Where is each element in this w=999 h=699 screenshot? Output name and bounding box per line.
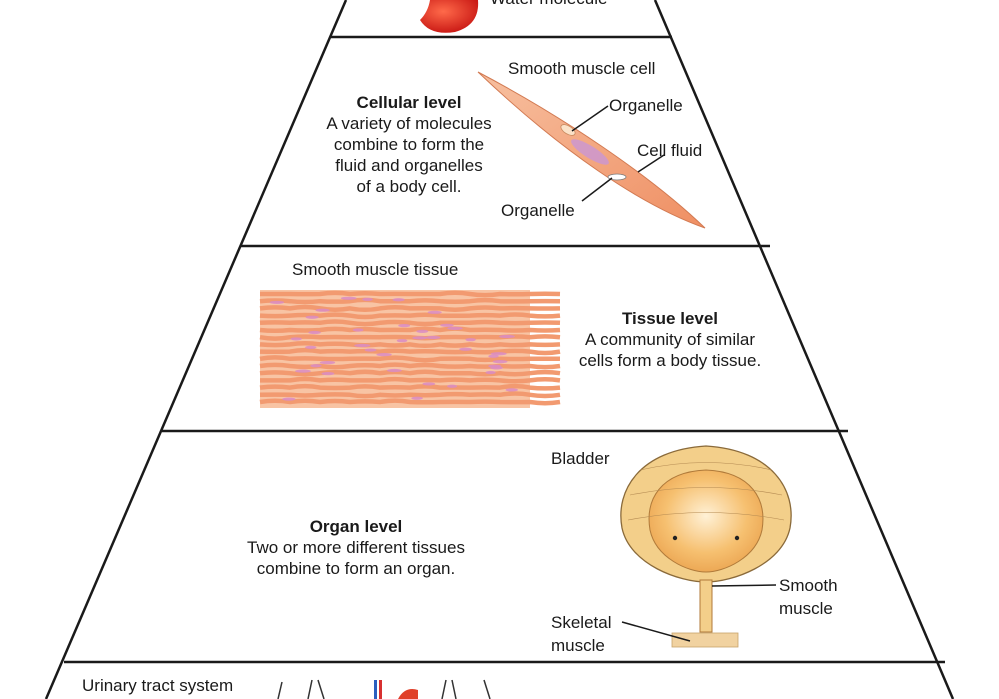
smooth-muscle-cell-title: Smooth muscle cell <box>508 59 656 78</box>
muscle-fiber <box>259 341 561 349</box>
cell-nucleus <box>465 338 476 342</box>
cell-nucleus <box>422 382 436 386</box>
cell-nucleus <box>490 352 507 356</box>
cell-nucleus <box>364 348 377 352</box>
bladder-title: Bladder <box>551 449 610 468</box>
cell-nucleus <box>315 308 330 312</box>
cell-nucleus <box>488 354 499 358</box>
muscle-fiber <box>259 391 561 399</box>
cell-nucleus <box>398 323 411 328</box>
muscle-fiber <box>259 355 561 363</box>
cell-nucleus <box>387 368 402 373</box>
cell-nucleus <box>485 370 496 375</box>
muscle-fiber <box>259 376 561 384</box>
muscle-fiber <box>259 326 561 334</box>
muscle-fiber <box>259 398 561 406</box>
muscle-fiber <box>259 290 561 298</box>
cell-nucleus <box>490 366 503 370</box>
organ-desc-1: Two or more different tissues <box>247 538 465 557</box>
cell-nucleus <box>440 323 454 327</box>
cell-nucleus <box>411 396 423 400</box>
callout-smooth-muscle-1: Smooth <box>779 576 838 595</box>
muscle-fiber <box>259 304 561 313</box>
callout-skeletal-muscle-2: muscle <box>551 636 605 655</box>
smooth-muscle-tissue-title: Smooth muscle tissue <box>292 260 459 279</box>
bladder-illustration <box>620 445 792 648</box>
cell-nucleus <box>376 353 392 357</box>
callout-smooth-muscle-2: muscle <box>779 599 833 618</box>
muscle-fiber <box>259 362 561 370</box>
muscle-fiber <box>259 347 561 356</box>
muscle-fiber <box>259 297 561 305</box>
cell-nucleus <box>416 329 429 333</box>
cell-nucleus <box>310 364 322 368</box>
callout-cell-fluid: Cell fluid <box>637 141 703 160</box>
cell-nucleus <box>499 334 515 339</box>
urinary-tract-system-label: Urinary tract system <box>82 676 234 695</box>
cell-nucleus <box>319 360 336 365</box>
cell-nucleus <box>392 298 405 302</box>
cell-nucleus <box>459 347 472 351</box>
tissue-level-heading: Tissue level <box>621 309 719 328</box>
cell-nucleus <box>321 372 335 376</box>
callout-skeletal-muscle-1: Skeletal <box>551 613 612 632</box>
cell-nucleus <box>295 369 311 373</box>
cellular-desc-1: A variety of molecules <box>326 114 492 133</box>
cell-nucleus <box>492 360 508 364</box>
cell-nucleus <box>447 326 463 330</box>
cell-nucleus <box>305 345 317 349</box>
muscle-fiber <box>259 369 561 377</box>
muscle-fiber <box>259 319 561 327</box>
cell-nucleus <box>290 337 302 341</box>
cellular-desc-2: combine to form the <box>333 135 485 154</box>
tissue-desc-1: A community of similar <box>584 330 756 349</box>
cell-nucleus <box>412 336 428 340</box>
cell-nucleus <box>352 328 364 332</box>
cell-nucleus <box>396 339 408 343</box>
smooth-muscle-tissue-illustration <box>259 290 561 408</box>
organ-level-heading: Organ level <box>309 517 403 536</box>
cell-nucleus <box>427 310 442 314</box>
cell-nucleus <box>425 335 441 340</box>
urinary-tract-illustration <box>277 679 491 699</box>
cell-nucleus <box>305 315 319 319</box>
callout-organelle-top: Organelle <box>609 96 683 115</box>
cell-nucleus <box>269 300 285 305</box>
muscle-fiber <box>259 334 561 341</box>
cellular-desc-3: fluid and organelles <box>335 156 483 175</box>
tissue-desc-2: cells form a body tissue. <box>578 351 762 370</box>
cell-nucleus <box>505 388 519 392</box>
cell-nucleus <box>362 297 373 301</box>
muscle-fiber <box>259 312 561 320</box>
pyramid-outline <box>44 0 955 699</box>
water-molecule-label: Water molecule <box>490 0 607 9</box>
smooth-muscle-cell-illustration <box>477 71 706 229</box>
organ-desc-2: combine to form an organ. <box>256 559 456 578</box>
cell-nucleus <box>354 343 371 348</box>
cell-nucleus <box>340 296 357 300</box>
cellular-level-heading: Cellular level <box>356 93 462 112</box>
cell-nucleus <box>282 397 296 401</box>
water-molecule-illustration <box>420 0 479 33</box>
callout-organelle-bottom: Organelle <box>501 201 575 220</box>
cellular-desc-4: of a body cell. <box>356 177 462 196</box>
muscle-fiber <box>259 383 561 391</box>
cell-nucleus <box>447 384 458 388</box>
cell-nucleus <box>308 330 321 335</box>
